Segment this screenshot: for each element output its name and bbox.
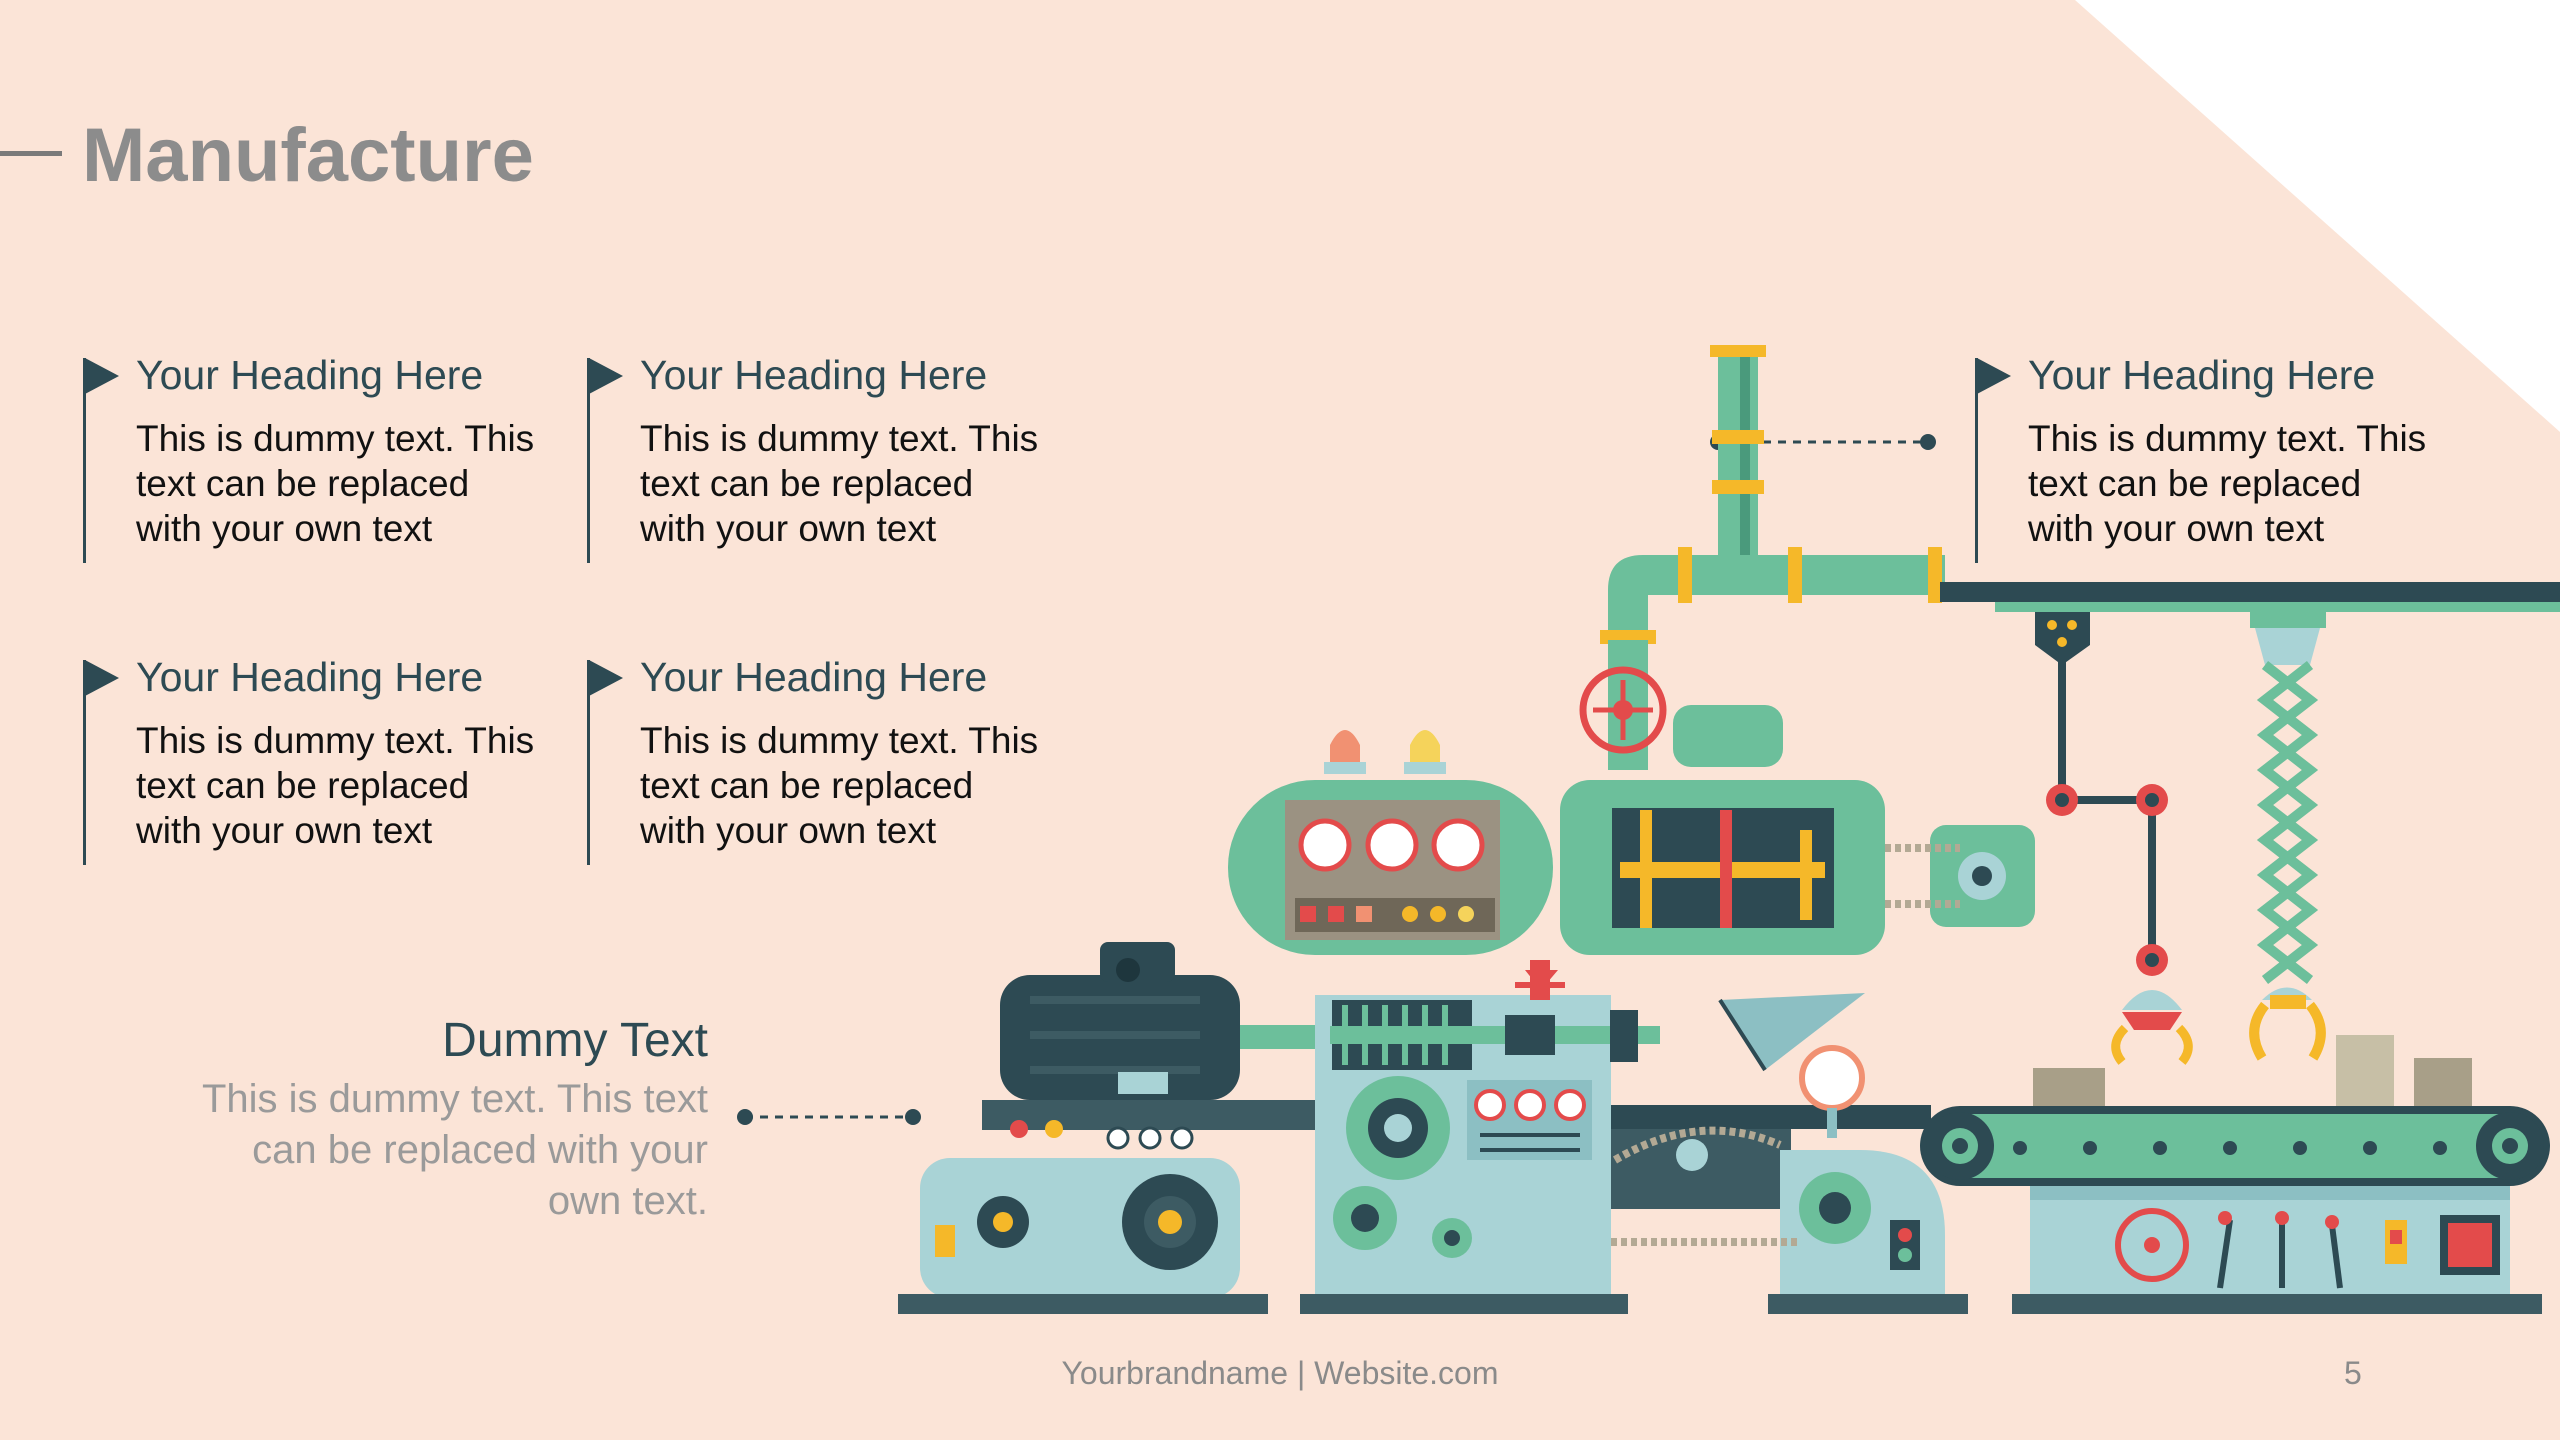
callout-title: Dummy Text [442,1014,708,1067]
block-body: This is dummy text. This text can be rep… [136,720,535,851]
block-heading: Your Heading Here [136,654,484,700]
block-divider [83,660,86,865]
page-number: 5 [2344,1355,2362,1391]
pipe-system [1579,345,1945,770]
callout-body: This is dummy text. This text can be rep… [201,1077,708,1223]
flag-icon [589,660,623,696]
base-machine [898,960,1968,1314]
connector-line-left [737,1109,921,1125]
robot-claw-arm [2035,612,2193,1065]
block-body: This is dummy text. This text can be rep… [640,418,1039,549]
electric-motor [1000,942,1330,1100]
gearbox-unit [1560,705,2035,955]
block-heading: Your Heading Here [136,352,484,398]
gauge-boiler [1228,730,1553,955]
block-heading: Your Heading Here [2028,352,2376,398]
block-divider [1975,358,1978,563]
flag-icon [1977,358,2011,394]
block-body: This is dummy text. This text can be rep… [640,720,1039,851]
block-heading: Your Heading Here [640,352,988,398]
footer-brand: Yourbrandname | Website.com [1061,1355,1499,1391]
slide-title: Manufacture [82,113,534,198]
product-box [2336,1035,2394,1106]
block-heading: Your Heading Here [640,654,988,700]
flag-icon [85,660,119,696]
block-divider [83,358,86,563]
flag-icon [85,358,119,394]
product-box [2414,1058,2472,1106]
flag-icon [589,358,623,394]
conveyor-belt [1920,1106,2550,1314]
block-divider [587,660,590,865]
block-body: This is dummy text. This text can be rep… [2028,418,2427,549]
title-accent-line [0,151,62,156]
product-box [2033,1068,2105,1106]
scissor-lift-arm [2249,612,2326,1061]
block-divider [587,358,590,563]
block-body: This is dummy text. This text can be rep… [136,418,535,549]
overhead-rail [1940,582,2560,602]
